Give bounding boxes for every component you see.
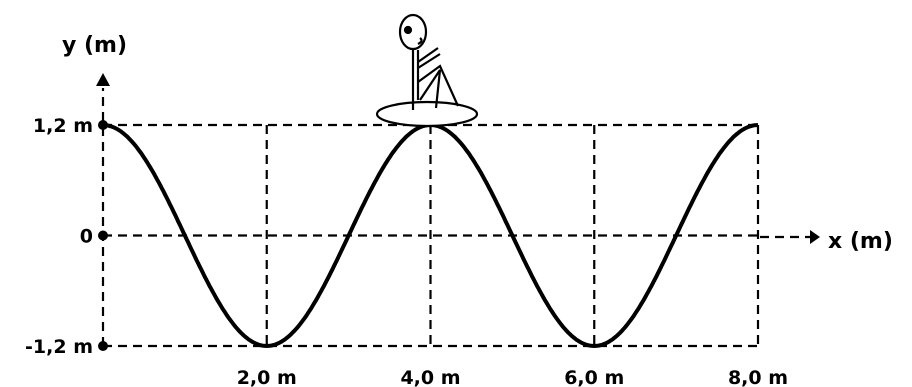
legs <box>417 64 460 109</box>
x-axis-arrow-icon <box>810 230 820 244</box>
y-ticks: 1,2 m 0 -1,2 m <box>25 115 108 358</box>
x-tick-label: 6,0 m <box>564 367 624 387</box>
y-tick-label: 0 <box>80 226 93 248</box>
arms <box>417 47 441 69</box>
y-tick-dot <box>98 230 108 241</box>
x-tick-label: 8,0 m <box>728 367 788 387</box>
y-axis-label: y (m) <box>62 33 127 58</box>
head <box>398 13 428 51</box>
eye <box>403 25 413 35</box>
person-on-float-icon <box>375 13 479 128</box>
mouth <box>417 37 423 45</box>
x-tick-label: 4,0 m <box>400 367 460 387</box>
y-tick-dot <box>98 341 108 351</box>
y-axis-arrow-icon <box>96 73 110 86</box>
x-ticks: 2,0 m 4,0 m 6,0 m 8,0 m <box>237 367 788 387</box>
grid-lines <box>103 123 760 348</box>
float-ring <box>375 100 479 128</box>
y-tick-label: 1,2 m <box>33 115 93 137</box>
x-axis-label: x (m) <box>828 229 893 254</box>
y-tick-label: -1,2 m <box>25 336 93 358</box>
x-tick-label: 2,0 m <box>237 367 297 387</box>
